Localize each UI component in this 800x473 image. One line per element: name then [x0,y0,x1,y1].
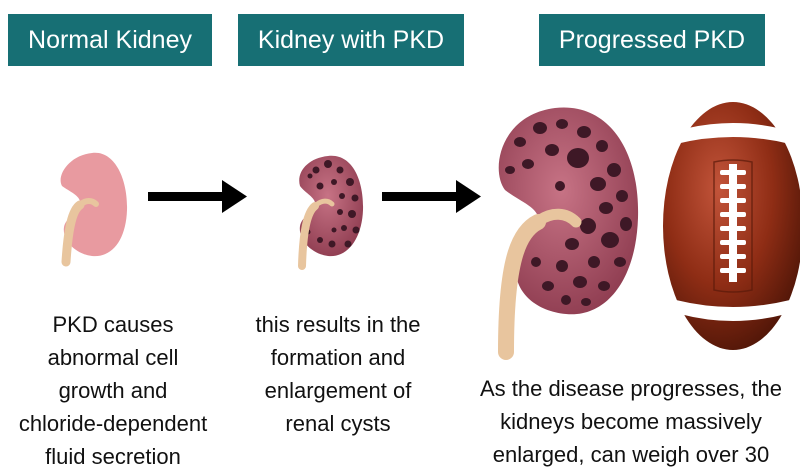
stage-caption-normal-kidney: PKD causes abnormal cell growth and chlo… [18,312,208,469]
pkd-kidney-icon [298,155,364,270]
stage-caption-progressed-pkd: As the disease progresses, the kidneys b… [479,376,783,467]
stage-title-progressed-pkd: Progressed PKD [539,14,765,66]
illustration-layer [60,102,800,360]
stage-title-normal-kidney: Normal Kidney [8,14,212,66]
arrow-right-icon [148,180,247,213]
stage-title-kidney-with-pkd: Kidney with PKD [238,14,464,66]
progressed-kidney-icon [498,107,639,360]
arrow-right-icon [382,180,481,213]
normal-kidney-icon [60,152,128,267]
stage-caption-kidney-with-pkd: this results in the formation and enlarg… [255,312,421,436]
football-icon [663,102,800,350]
